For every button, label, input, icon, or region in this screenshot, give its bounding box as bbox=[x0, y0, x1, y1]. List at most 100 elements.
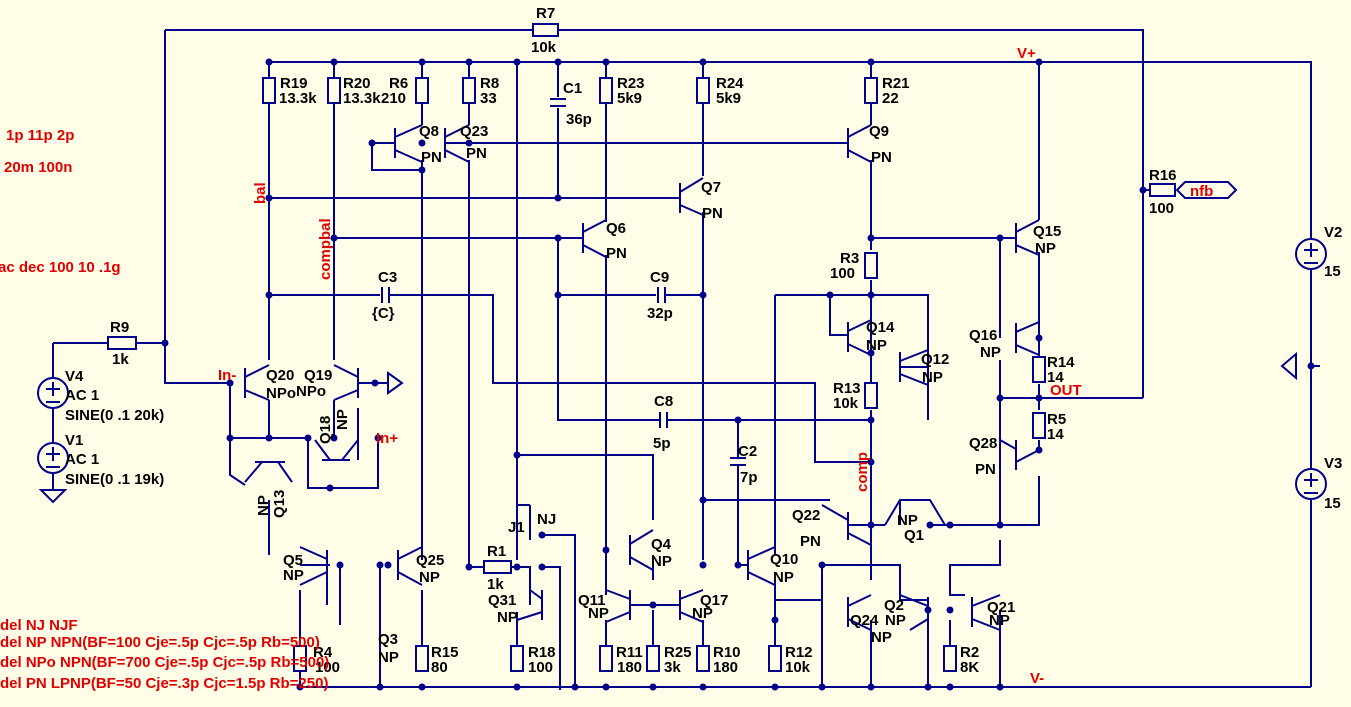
r18-value: 100 bbox=[528, 659, 553, 676]
capacitor-plates bbox=[381, 98, 746, 466]
c9-name: C9 bbox=[650, 269, 669, 286]
q20-value: NPo bbox=[266, 385, 296, 402]
v1-value2: SINE(0 .1 19k) bbox=[65, 471, 164, 488]
c1-value: 36p bbox=[566, 111, 592, 128]
r5-value: 14 bbox=[1047, 426, 1064, 443]
q16-value: NP bbox=[980, 344, 1001, 361]
r14-name: R14 bbox=[1047, 354, 1075, 371]
r1-name: R1 bbox=[487, 543, 506, 560]
q19-value: NPo bbox=[296, 383, 326, 400]
directive-model-nj: del NJ NJF bbox=[0, 617, 78, 634]
r2-value: 8K bbox=[960, 659, 979, 676]
nfb-port-icon bbox=[1175, 181, 1238, 199]
j1-value: NJ bbox=[537, 511, 556, 528]
q12-name: Q12 bbox=[921, 351, 949, 368]
v2-value: 15 bbox=[1324, 263, 1341, 280]
c2-name: C2 bbox=[738, 443, 757, 460]
q18-name: Q18 bbox=[317, 416, 334, 444]
c3-value: {C} bbox=[372, 305, 395, 322]
q15-name: Q15 bbox=[1033, 223, 1061, 240]
q20-name: Q20 bbox=[266, 367, 294, 384]
q9-name: Q9 bbox=[869, 123, 889, 140]
q7-value: PN bbox=[702, 205, 723, 222]
q7-name: Q7 bbox=[701, 179, 721, 196]
directive-ac: ac dec 100 10 .1g bbox=[0, 259, 121, 276]
q4-name: Q4 bbox=[651, 536, 672, 553]
r3-value: 100 bbox=[830, 265, 855, 282]
q8-name: Q8 bbox=[419, 123, 439, 140]
r8-name: R8 bbox=[480, 75, 499, 92]
r12-value: 10k bbox=[785, 659, 811, 676]
resistor-bodies bbox=[107, 23, 1176, 672]
r7-value: 10k bbox=[531, 39, 557, 56]
c8-value: 5p bbox=[653, 435, 671, 452]
q5-name: Q5 bbox=[283, 552, 303, 569]
v4-value: AC 1 bbox=[65, 387, 99, 404]
r6-name: R6 bbox=[389, 75, 408, 92]
wires bbox=[52, 29, 1320, 690]
q13-name: Q13 bbox=[271, 490, 288, 518]
net-inminus: In- bbox=[218, 367, 236, 384]
component-labels: R7 10k R19 13.3k R20 13.3k R6 210 R8 33 … bbox=[65, 5, 1342, 676]
q17-value: NP bbox=[692, 605, 713, 622]
q11-value: NP bbox=[588, 605, 609, 622]
r19-value: 13.3k bbox=[279, 90, 317, 107]
r2-name: R2 bbox=[960, 644, 979, 661]
r25-name: R25 bbox=[664, 644, 692, 661]
net-vplus: V+ bbox=[1017, 45, 1036, 62]
directive-param: 1p 11p 2p bbox=[6, 127, 74, 144]
q10-value: NP bbox=[773, 569, 794, 586]
junction-dots bbox=[161, 58, 1315, 691]
v1-name: V1 bbox=[65, 432, 83, 449]
v3-name: V3 bbox=[1324, 455, 1342, 472]
q22-name: Q22 bbox=[792, 507, 820, 524]
r4-name: R4 bbox=[313, 644, 333, 661]
r13-value: 10k bbox=[833, 395, 859, 412]
v3-value: 15 bbox=[1324, 495, 1341, 512]
q18-value: NP bbox=[334, 409, 351, 430]
q9-value: PN bbox=[871, 149, 892, 166]
r10-value: 180 bbox=[713, 659, 738, 676]
r25-value: 3k bbox=[664, 659, 681, 676]
q11-name: Q11 bbox=[578, 592, 606, 609]
q2-name: Q2 bbox=[884, 597, 904, 614]
directive-model-npo: del NPo NPN(BF=700 Cje=.5p Cjc=.5p Rb=50… bbox=[0, 654, 329, 671]
c2-value: 7p bbox=[740, 469, 758, 486]
v4-name: V4 bbox=[65, 368, 84, 385]
q8-value: PN bbox=[421, 149, 442, 166]
q22-value: PN bbox=[800, 533, 821, 550]
directive-tran: 20m 100n bbox=[4, 159, 72, 176]
spice-directives: 1p 11p 2p 20m 100n ac dec 100 10 .1g del… bbox=[0, 127, 329, 692]
r10-name: R10 bbox=[713, 644, 741, 661]
r9-value: 1k bbox=[112, 351, 129, 368]
q14-value: NP bbox=[866, 337, 887, 354]
r13-name: R13 bbox=[833, 380, 861, 397]
q23-value: PN bbox=[466, 145, 487, 162]
q28-value: PN bbox=[975, 461, 996, 478]
c3-name: C3 bbox=[378, 269, 397, 286]
r16-value: 100 bbox=[1149, 200, 1174, 217]
net-bal: bal bbox=[252, 182, 269, 204]
directive-model-np: del NP NPN(BF=100 Cje=.5p Cjc=.5p Rb=500… bbox=[0, 634, 320, 651]
q4-value: NP bbox=[651, 553, 672, 570]
q25-value: NP bbox=[419, 569, 440, 586]
q13-value: NP bbox=[255, 495, 272, 516]
directive-model-pn: del PN LPNP(BF=50 Cje=.3p Cjc=1.5p Rb=25… bbox=[0, 675, 328, 692]
r9-name: R9 bbox=[110, 319, 129, 336]
q1-value: NP bbox=[897, 512, 918, 529]
j1-name: J1 bbox=[508, 519, 525, 536]
net-labels: V+ V- OUT In- In+ bal compbal comp nfb bbox=[218, 45, 1213, 687]
r24-name: R24 bbox=[716, 75, 744, 92]
q24-value: NP bbox=[871, 629, 892, 646]
c8-name: C8 bbox=[654, 393, 673, 410]
c9-value: 32p bbox=[647, 305, 673, 322]
r20-value: 13.3k bbox=[343, 90, 381, 107]
q14-name: Q14 bbox=[866, 319, 895, 336]
r11-name: R11 bbox=[616, 644, 643, 661]
net-compbal: compbal bbox=[317, 218, 334, 280]
q12-value: NP bbox=[922, 369, 943, 386]
q31-value: NP bbox=[497, 609, 518, 626]
q1-name: Q1 bbox=[904, 527, 924, 544]
q25-name: Q25 bbox=[416, 552, 444, 569]
